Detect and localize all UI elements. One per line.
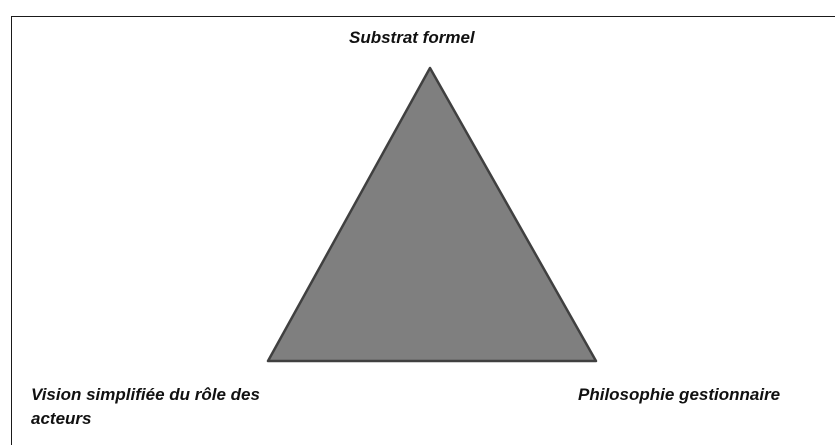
diagram-frame bbox=[11, 16, 835, 445]
triangle-shape bbox=[266, 66, 598, 363]
label-vision-acteurs: Vision simplifiée du rôle des acteurs bbox=[31, 385, 260, 428]
label-substrat-formel: Substrat formel bbox=[349, 28, 475, 47]
label-philosophie-gestionnaire: Philosophie gestionnaire bbox=[578, 385, 781, 404]
